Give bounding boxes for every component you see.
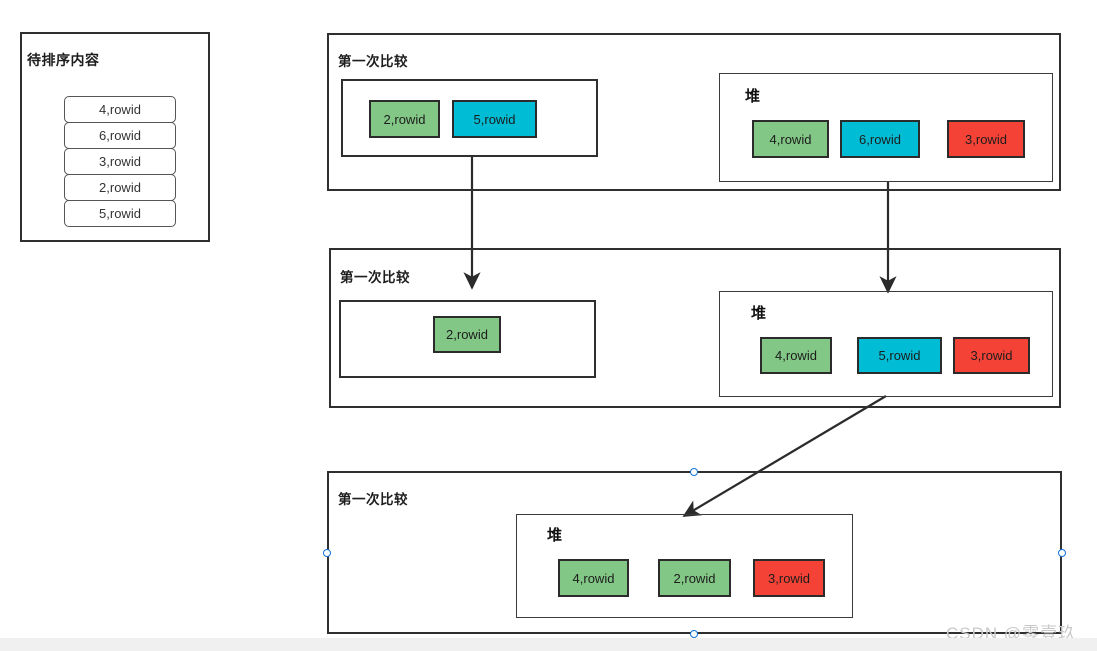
stage-2-heap-chip-1[interactable]: 4,rowid — [760, 337, 832, 374]
stage-3-heap-chip-2[interactable]: 2,rowid — [658, 559, 731, 597]
stage-1-heap-title: 堆 — [745, 88, 761, 105]
stage-3-heap-title: 堆 — [547, 527, 563, 544]
stage-1-heap-chip-3[interactable]: 3,rowid — [947, 120, 1025, 158]
stage-1-heap-chip-2[interactable]: 6,rowid — [840, 120, 920, 158]
stage-1-heap-chip-1[interactable]: 4,rowid — [752, 120, 829, 158]
list-item[interactable]: 6,rowid — [64, 122, 176, 149]
stage-1-compare-chip-1[interactable]: 2,rowid — [369, 100, 440, 138]
stage-2-heap-title: 堆 — [751, 305, 767, 322]
source-panel[interactable] — [20, 32, 210, 242]
stage-1-heap-box[interactable] — [719, 73, 1053, 182]
stage-2-heap-box[interactable] — [719, 291, 1053, 397]
stage-2-compare-chip-1[interactable]: 2,rowid — [433, 316, 501, 353]
bottom-strip — [0, 638, 1097, 651]
selection-handle-bottom[interactable] — [690, 630, 698, 638]
stage-3-heap-chip-3[interactable]: 3,rowid — [753, 559, 825, 597]
source-item-list: 4,rowid 6,rowid 3,rowid 2,rowid 5,rowid — [64, 96, 176, 227]
list-item[interactable]: 3,rowid — [64, 148, 176, 175]
stage-3-heap-box[interactable] — [516, 514, 853, 618]
selection-handle-top[interactable] — [690, 468, 698, 476]
stage-2-heap-chip-2[interactable]: 5,rowid — [857, 337, 942, 374]
stage-1-outer-frame[interactable] — [327, 33, 1061, 191]
stage-3-title: 第一次比较 — [338, 492, 408, 507]
stage-2-title: 第一次比较 — [340, 270, 410, 285]
source-panel-title: 待排序内容 — [27, 52, 100, 68]
stage-1-compare-chip-2[interactable]: 5,rowid — [452, 100, 537, 138]
stage-2-heap-chip-3[interactable]: 3,rowid — [953, 337, 1030, 374]
stage-2-compare-box[interactable] — [339, 300, 596, 378]
list-item[interactable]: 2,rowid — [64, 174, 176, 201]
stage-3-heap-chip-1[interactable]: 4,rowid — [558, 559, 629, 597]
stage-1-compare-box[interactable] — [341, 79, 598, 157]
stage-2-outer-frame[interactable] — [329, 248, 1061, 408]
selection-handle-right[interactable] — [1058, 549, 1066, 557]
list-item[interactable]: 5,rowid — [64, 200, 176, 227]
stage-1-title: 第一次比较 — [338, 54, 408, 69]
list-item[interactable]: 4,rowid — [64, 96, 176, 123]
selection-handle-left[interactable] — [323, 549, 331, 557]
